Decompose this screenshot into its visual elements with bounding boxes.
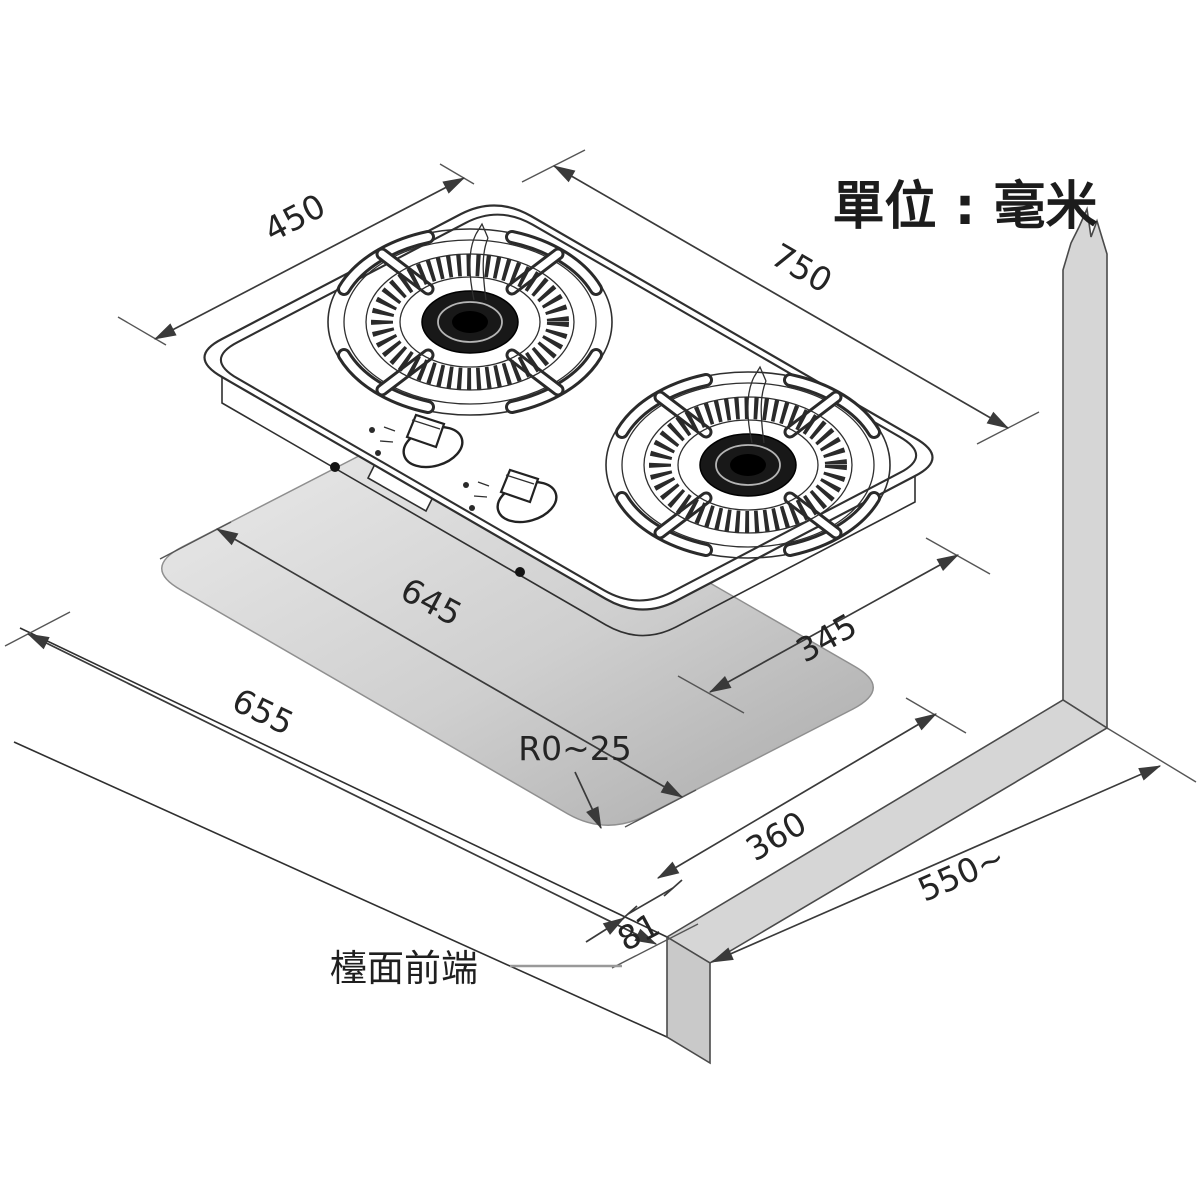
dim-450-label: 450 <box>258 186 332 250</box>
side-wall <box>1062 206 1108 730</box>
front-screw-dot <box>330 462 340 472</box>
radius-label: R0~25 <box>518 729 632 768</box>
dim-81-label: 81 <box>611 905 666 959</box>
ignition-electrode <box>469 222 489 301</box>
dim-655-label: 655 <box>226 680 300 743</box>
control-knob-left <box>369 413 464 469</box>
radius-callout: R0~25 <box>518 729 632 830</box>
control-knob-right <box>463 468 558 524</box>
counter-front-callout: 檯面前端 <box>330 947 622 990</box>
dim-550-label: 550~ <box>912 837 1011 909</box>
unit-label: 單位 : 毫米 <box>832 177 1097 237</box>
front-screw-dot <box>515 567 525 577</box>
counter-corner-post <box>666 935 711 1065</box>
counter-front-label: 檯面前端 <box>330 947 478 990</box>
dim-750-label: 750 <box>765 235 839 300</box>
